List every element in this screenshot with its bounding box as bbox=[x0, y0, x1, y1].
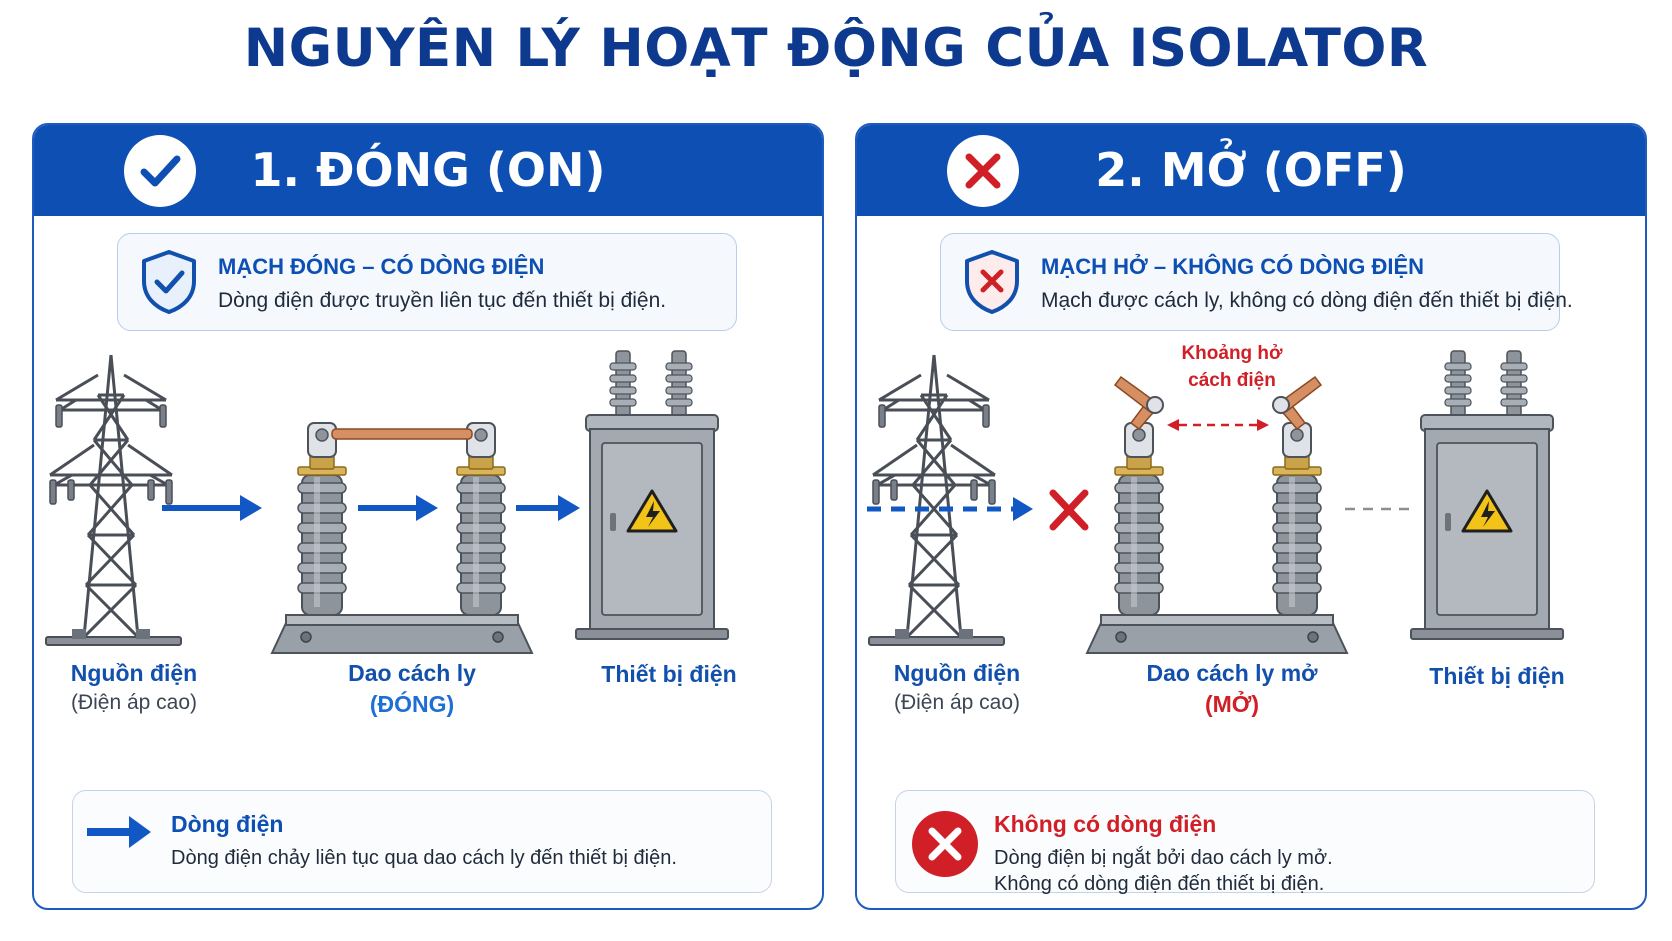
diagram-on bbox=[44, 349, 730, 654]
status-text-on: Dòng điện được truyền liên tục đến thiết… bbox=[218, 289, 667, 312]
legend-text-off-line-2: Không có dòng điện đến thiết bị điện. bbox=[994, 873, 1325, 895]
shield-check-icon bbox=[138, 248, 200, 321]
panel-header-off: 2. MỞ (OFF) bbox=[857, 125, 1645, 216]
transmission-tower-icon bbox=[44, 353, 183, 647]
source-label-on: Nguồn điện bbox=[70, 660, 198, 686]
panel-title-off: 2. MỞ (OFF) bbox=[1095, 143, 1407, 197]
device-label-off: Thiết bị điện bbox=[1429, 663, 1565, 689]
isolator-state-on: (ĐÓNG) bbox=[369, 691, 455, 717]
isolator-state-off: (MỞ) bbox=[1204, 691, 1260, 717]
panel-title-on: 1. ĐÓNG (ON) bbox=[250, 143, 606, 197]
legend-text-off: Dòng điện bị ngắt bởi dao cách ly mở. Kh… bbox=[994, 845, 1333, 897]
status-title-on: MẠCH ĐÓNG – CÓ DÒNG ĐIỆN bbox=[218, 254, 545, 279]
panel-header-on: 1. ĐÓNG (ON) bbox=[34, 125, 822, 216]
current-arrow-3 bbox=[516, 495, 580, 521]
legend-title-off: Không có dòng điện bbox=[994, 811, 1217, 837]
check-icon bbox=[124, 135, 196, 207]
gap-label: Khoảng hở cách điện bbox=[1132, 340, 1332, 394]
status-text-off: Mạch được cách ly, không có dòng điện đế… bbox=[1041, 289, 1573, 312]
electrical-device-icon bbox=[574, 349, 730, 641]
status-box-off: MẠCH HỞ – KHÔNG CÓ DÒNG ĐIỆN Mạch được c… bbox=[940, 233, 1573, 331]
gap-label-line-1: Khoảng hở bbox=[1181, 343, 1283, 364]
gap-label-line-2: cách điện bbox=[1188, 370, 1276, 391]
source-sub-off: (Điện áp cao) bbox=[893, 691, 1021, 714]
isolator-label-off: Dao cách ly mở bbox=[1146, 660, 1318, 686]
diagram-off bbox=[867, 349, 1565, 654]
arrow-right-icon bbox=[87, 809, 153, 860]
x-circle-icon bbox=[910, 809, 980, 884]
source-label-off: Nguồn điện bbox=[893, 660, 1021, 686]
device-label-on: Thiết bị điện bbox=[601, 661, 737, 687]
current-arrow-1 bbox=[162, 495, 262, 521]
source-sub-on: (Điện áp cao) bbox=[70, 691, 198, 714]
panel-off: 2. MỞ (OFF) MẠCH HỞ – KHÔNG CÓ DÒNG ĐIỆN… bbox=[855, 123, 1647, 910]
blocked-x-icon bbox=[1049, 489, 1089, 531]
legend-box-off: Không có dòng điện Dòng điện bị ngắt bởi… bbox=[895, 790, 1595, 895]
isolator-open-icon bbox=[1086, 375, 1348, 654]
current-arrow-2 bbox=[358, 495, 438, 521]
isolator-closed-icon bbox=[271, 422, 533, 654]
x-icon bbox=[947, 135, 1019, 207]
electrical-device-icon bbox=[1409, 349, 1565, 641]
shield-x-icon bbox=[961, 248, 1023, 321]
page-title: NGUYÊN LÝ HOẠT ĐỘNG CỦA ISOLATOR bbox=[243, 18, 1429, 79]
legend-box-on: Dòng điện Dòng điện chảy liên tục qua da… bbox=[72, 790, 772, 893]
transmission-tower-icon bbox=[867, 353, 1006, 647]
panel-on: 1. ĐÓNG (ON) MẠCH ĐÓNG – CÓ DÒNG ĐIỆN Dò… bbox=[32, 123, 824, 910]
legend-text-on: Dòng điện chảy liên tục qua dao cách ly … bbox=[171, 847, 677, 869]
legend-title-on: Dòng điện bbox=[171, 811, 284, 837]
isolator-label-on: Dao cách ly bbox=[348, 660, 476, 686]
status-box-on: MẠCH ĐÓNG – CÓ DÒNG ĐIỆN Dòng điện được … bbox=[117, 233, 737, 331]
legend-text-off-line-1: Dòng điện bị ngắt bởi dao cách ly mở. bbox=[994, 847, 1333, 869]
status-title-off: MẠCH HỞ – KHÔNG CÓ DÒNG ĐIỆN bbox=[1041, 254, 1425, 279]
dashed-arrow-head bbox=[1013, 497, 1033, 521]
